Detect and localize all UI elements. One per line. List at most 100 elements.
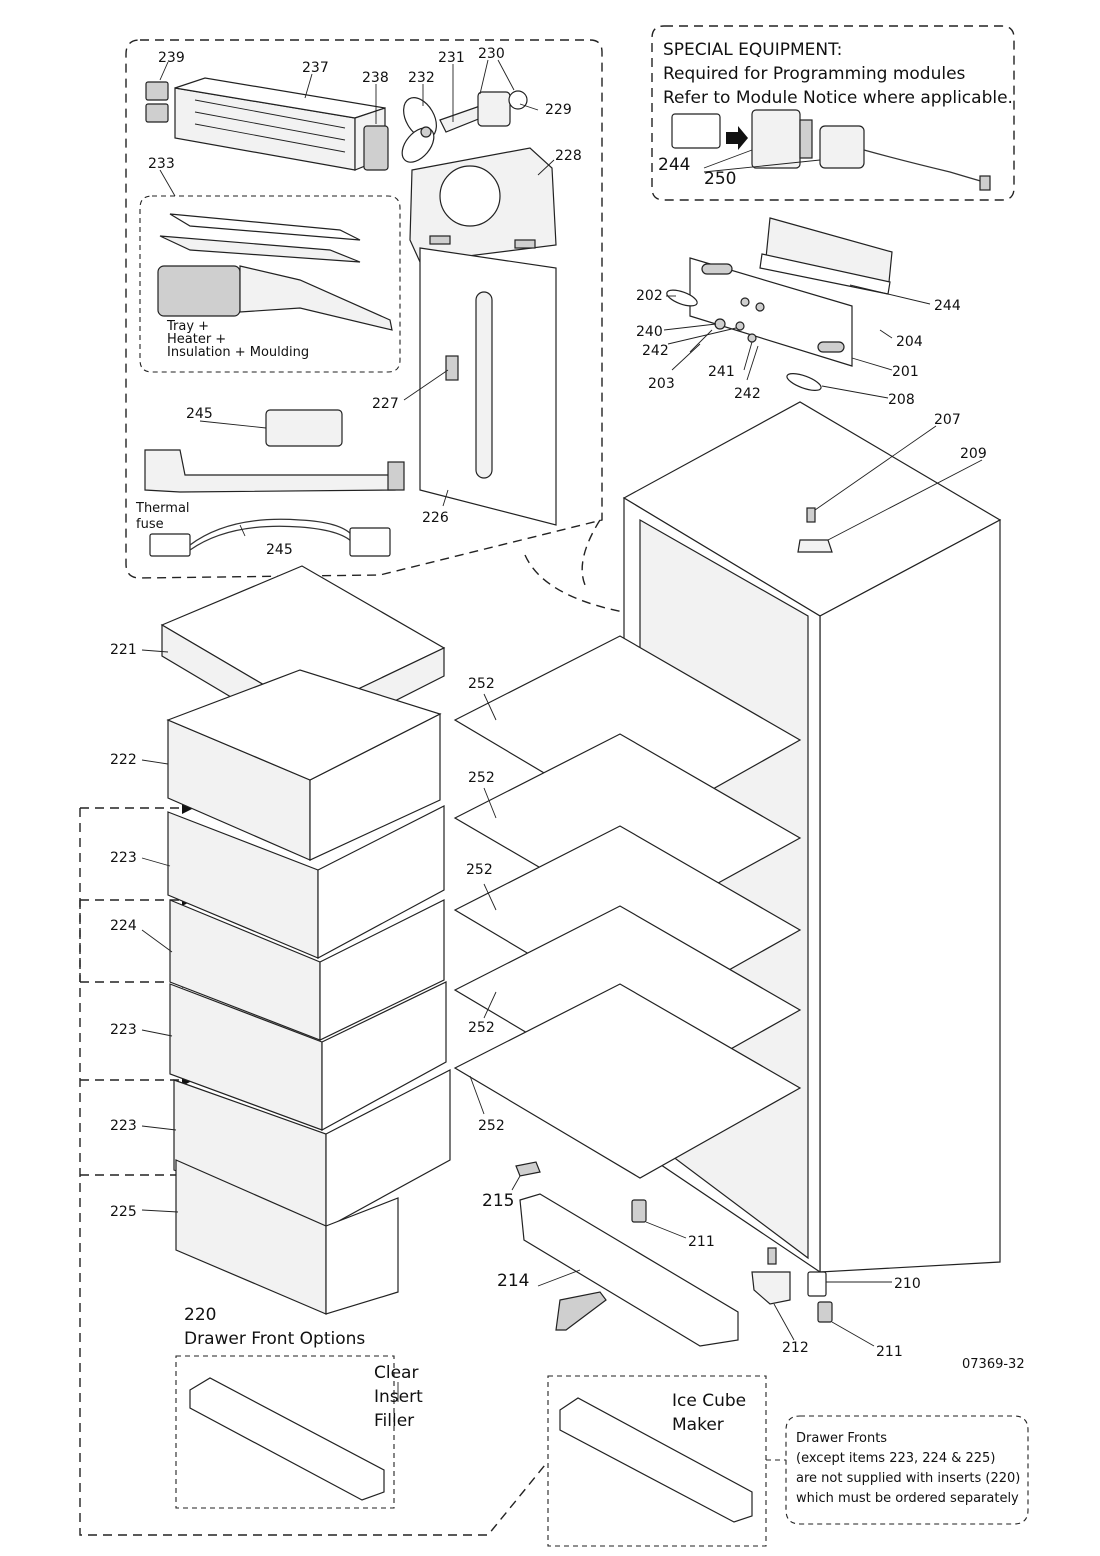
callout-244-card: 244	[658, 155, 690, 175]
special-equipment-line1: Required for Programming modules	[663, 64, 966, 84]
callout-230: 230	[478, 46, 505, 62]
callout-245-heater: 245	[186, 406, 213, 422]
callout-239: 239	[158, 50, 185, 66]
callout-242-right: 242	[734, 386, 761, 402]
part-239-clips	[145, 81, 169, 123]
part-244-module-card	[671, 113, 721, 149]
callout-numbers: 239 237 238 232 231 230 229 228 233 227 …	[110, 46, 987, 1360]
ice-cube-outline	[547, 1375, 767, 1547]
clear-insert-label-3: Filler	[374, 1411, 414, 1431]
part-228-fan-shroud	[409, 147, 557, 263]
special-equipment-text: SPECIAL EQUIPMENT: Required for Programm…	[663, 40, 1013, 108]
part-223-drawer-b	[169, 981, 447, 1132]
callout-240: 240	[636, 324, 663, 340]
callout-207: 207	[934, 412, 961, 428]
callout-242-left: 242	[642, 343, 669, 359]
special-equipment-title: SPECIAL EQUIPMENT:	[663, 40, 842, 60]
part-224-drawer	[169, 899, 445, 1041]
part-223-drawer-c	[173, 1069, 451, 1230]
drawer-note-line2: (except items 223, 224 & 225)	[796, 1451, 995, 1466]
tray-note-line2: Heater +	[167, 332, 226, 347]
special-equipment-line2: Refer to Module Notice where applicable.	[663, 88, 1013, 108]
callout-245-fuse: 245	[266, 542, 293, 558]
callout-233: 233	[148, 156, 175, 172]
callout-224: 224	[110, 918, 137, 934]
callout-226: 226	[422, 510, 449, 526]
part-208-end-cap	[786, 373, 822, 391]
drawer-options-text: 220 Drawer Front Options Clear Insert Fi…	[184, 1305, 746, 1435]
part-202-end-cap	[666, 289, 698, 307]
callout-210: 210	[894, 1276, 921, 1292]
drawer-note-line1: Drawer Fronts	[796, 1431, 887, 1446]
ice-cube-label-1: Ice Cube	[672, 1391, 746, 1411]
clear-insert-outline	[175, 1355, 395, 1509]
callout-244-board: 244	[934, 298, 961, 314]
callout-221: 221	[110, 642, 137, 658]
callout-229: 229	[545, 102, 572, 118]
callout-241: 241	[708, 364, 735, 380]
leader-lines	[141, 59, 983, 1402]
callout-215: 215	[482, 1191, 514, 1211]
ice-cube-maker-part	[559, 1397, 753, 1523]
drawer-options-number: 220	[184, 1305, 216, 1325]
part-229-fan-motor	[477, 90, 528, 127]
callout-227: 227	[372, 396, 399, 412]
special-equipment-outline	[651, 25, 1015, 201]
part-207-screw	[806, 507, 816, 523]
clear-insert-label-2: Insert	[374, 1387, 423, 1407]
callout-204: 204	[896, 334, 923, 350]
callout-223-c: 223	[110, 1118, 137, 1134]
drawing-number: 07369-32	[962, 1357, 1025, 1372]
drawer-note-line3: are not supplied with inserts (220)	[796, 1471, 1020, 1486]
part-245-defrost-heater	[144, 409, 405, 493]
callout-201: 201	[892, 364, 919, 380]
part-232-fan-blade	[401, 97, 437, 163]
tray-note-line1: Tray +	[166, 319, 209, 334]
part-214-kickplate	[519, 1193, 739, 1347]
callout-208: 208	[888, 392, 915, 408]
callout-209: 209	[960, 446, 987, 462]
drawer-note-outline	[785, 1415, 1029, 1525]
drawer-options-main-outline	[79, 808, 546, 1536]
callout-214: 214	[497, 1271, 529, 1291]
callout-252-b: 252	[468, 770, 495, 786]
callout-202: 202	[636, 288, 663, 304]
callout-252-d: 252	[468, 1020, 495, 1036]
callout-252-e: 252	[478, 1118, 505, 1134]
part-222-drawer	[166, 669, 442, 861]
drawer-note-text: Drawer Fronts (except items 223, 224 & 2…	[796, 1431, 1020, 1506]
callout-252-c: 252	[466, 862, 493, 878]
part-223-drawer-a	[167, 805, 445, 960]
callout-211-right: 211	[876, 1344, 903, 1360]
part-212-hinge	[751, 1247, 791, 1305]
part-211-feet	[631, 1199, 833, 1323]
thermal-note-line1: Thermal	[135, 501, 190, 516]
part-233-tray-assembly	[157, 213, 393, 331]
part-237-evaporator-coil	[174, 77, 386, 171]
clear-insert-label-1: Clear	[374, 1363, 418, 1383]
callout-238: 238	[362, 70, 389, 86]
part-250-programmer	[751, 109, 991, 191]
callout-231: 231	[438, 50, 465, 66]
ice-cube-label-2: Maker	[672, 1415, 724, 1435]
arrow-right-icon	[726, 126, 748, 150]
callout-212: 212	[782, 1340, 809, 1356]
callout-225: 225	[110, 1204, 137, 1220]
control-small-parts	[689, 318, 757, 353]
callout-228: 228	[555, 148, 582, 164]
part-238-bracket	[363, 125, 389, 171]
drawer-note-line4: which must be ordered separately	[796, 1491, 1019, 1506]
callout-250: 250	[704, 169, 736, 189]
thermal-note-line2: fuse	[136, 517, 164, 532]
callout-232: 232	[408, 70, 435, 86]
tray-note: Tray + Heater + Insulation + Moulding	[166, 319, 309, 360]
callout-203: 203	[648, 376, 675, 392]
callout-211-left: 211	[688, 1234, 715, 1250]
tray-group-outline	[139, 195, 401, 373]
fan-assembly-group-outline	[125, 39, 603, 579]
part-209-hinge	[797, 539, 833, 553]
connector-sweep-line-2	[581, 519, 601, 586]
part-225-drawer	[175, 1159, 399, 1315]
drawer-options-title: Drawer Front Options	[184, 1329, 365, 1349]
